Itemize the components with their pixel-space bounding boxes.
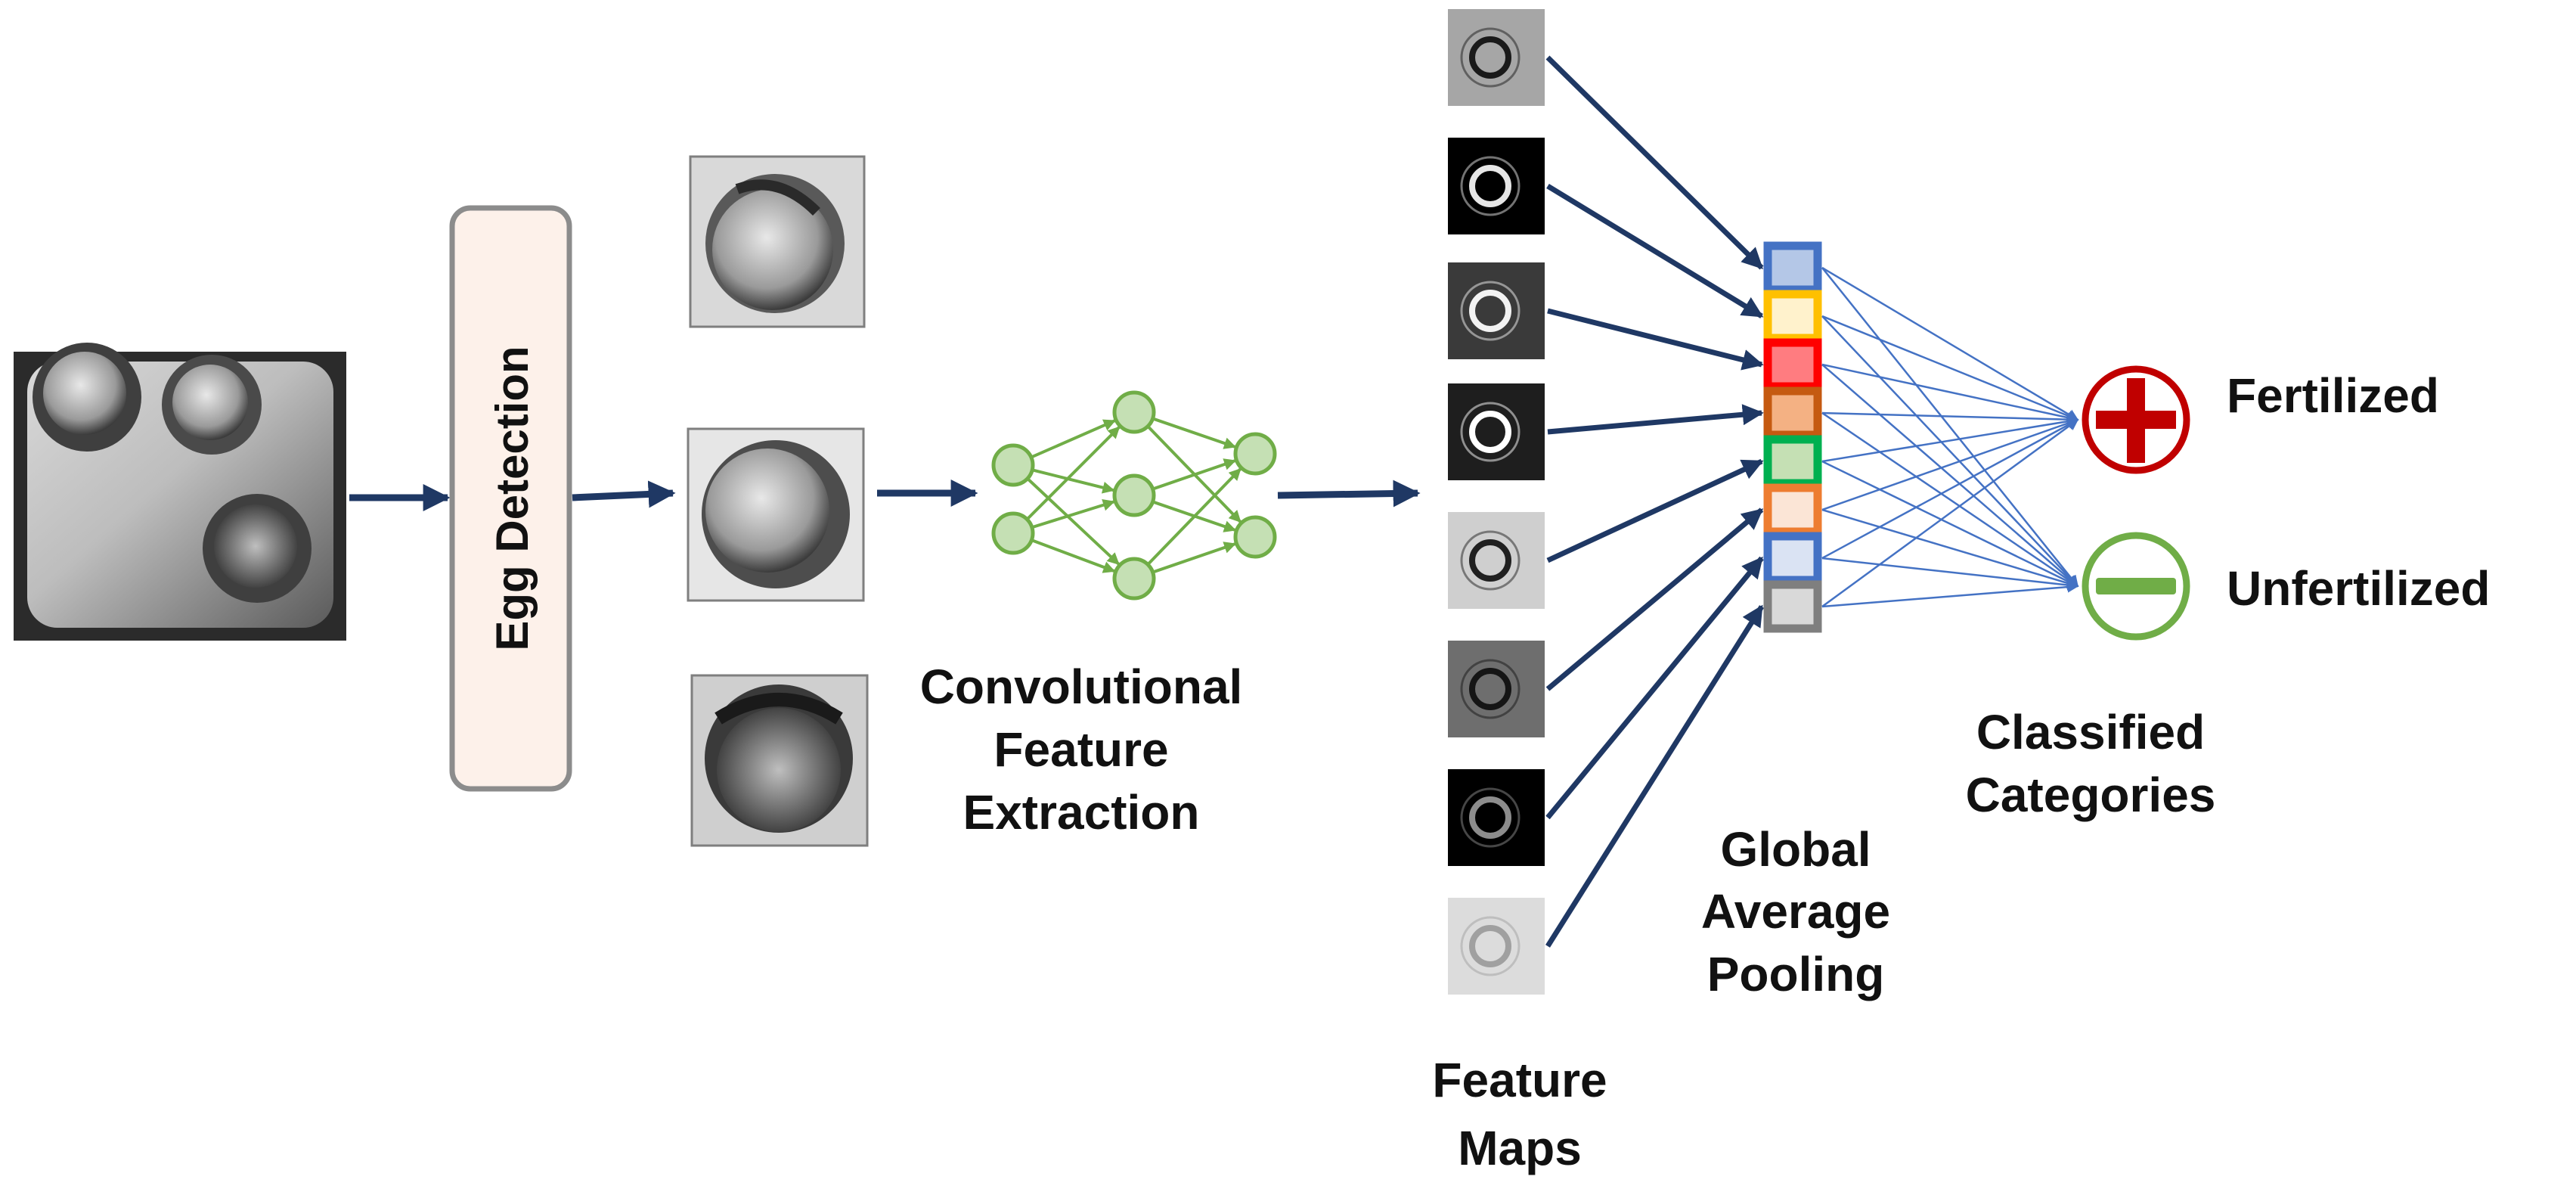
unfertilized-label: Unfertilized	[2227, 561, 2490, 616]
arrow-network-to-feature-maps	[1277, 480, 1421, 507]
pooling-cell	[1763, 241, 1822, 294]
feature-maps-label-line-2: Maps	[1458, 1121, 1582, 1175]
network-edge	[1031, 539, 1116, 573]
conv-network-icon	[991, 390, 1277, 601]
network-edge	[1031, 468, 1115, 494]
feature-map-arrow	[1545, 55, 1764, 270]
fc-connection	[1821, 508, 2079, 589]
network-node	[1233, 515, 1277, 559]
pooling-cell	[1763, 290, 1822, 343]
fc-connection	[1821, 315, 2079, 588]
egg-crop-2	[687, 427, 865, 602]
feature-map-thumbnail	[1448, 898, 1545, 995]
feature-maps-label-line-1: Feature	[1432, 1053, 1607, 1107]
plus-icon	[2082, 365, 2190, 474]
pooling-cell	[1763, 580, 1822, 633]
fc-connection	[1821, 364, 2079, 587]
network-node	[1233, 432, 1277, 476]
feature-map-arrow	[1545, 556, 1764, 820]
feature-map-thumbnail	[1448, 262, 1545, 359]
pooling-cell	[1763, 386, 1822, 439]
fc-connection	[1821, 557, 2079, 591]
fc-connection	[1821, 415, 2079, 463]
classified-label-line-1: Classified	[1976, 705, 2205, 759]
fc-connection	[1821, 411, 2079, 426]
fully-connected-lines	[1821, 266, 2079, 608]
conv-label-line-3: Extraction	[963, 785, 1200, 840]
egg-crop-1	[689, 155, 866, 328]
feature-map-thumbnail	[1448, 769, 1545, 866]
egg-crop-3	[690, 674, 869, 847]
network-edge	[1152, 458, 1237, 491]
fc-connection	[1821, 581, 2079, 608]
network-edge	[1152, 417, 1237, 449]
feature-map-arrow	[1546, 184, 1764, 318]
fc-connection	[1821, 417, 2079, 511]
conv-label-line-1: Convolutional	[920, 660, 1243, 714]
conv-label-line-2: Feature	[994, 722, 1168, 777]
feature-map-thumbnail	[1448, 512, 1545, 609]
egg-detection-label: Egg Detection	[487, 346, 538, 650]
feature-map-thumbnail	[1448, 383, 1545, 480]
feature-map-arrow	[1545, 507, 1764, 691]
pooling-cell	[1763, 483, 1822, 536]
fc-connection	[1821, 315, 2079, 421]
fc-connection	[1821, 418, 2079, 608]
network-node	[1112, 390, 1156, 434]
feature-map-thumbnail	[1448, 9, 1545, 106]
gap-label-line-1: Global	[1720, 822, 1871, 877]
network-node	[1112, 473, 1156, 517]
feature-map-arrow	[1547, 404, 1764, 435]
feature-map-arrow	[1547, 308, 1764, 371]
fc-connection	[1821, 411, 2079, 588]
pooling-vector	[1763, 241, 1822, 633]
fc-connection	[1821, 418, 2079, 560]
network-edge	[1025, 426, 1121, 521]
network-edge	[1026, 477, 1120, 566]
network-edge	[1152, 542, 1237, 574]
network-edge	[1146, 467, 1242, 566]
arrow-detection-to-eggs	[572, 480, 676, 508]
network-node	[991, 511, 1035, 555]
plate-image	[14, 343, 346, 641]
gap-label-line-3: Pooling	[1707, 947, 1885, 1001]
fc-connection	[1821, 267, 2078, 588]
network-edge	[1031, 499, 1115, 529]
network-node	[1112, 557, 1156, 601]
feature-map-arrows	[1545, 55, 1764, 948]
gap-label-line-2: Average	[1701, 884, 1890, 939]
fertilized-label: Fertilized	[2227, 368, 2439, 423]
pooling-cell	[1763, 532, 1822, 585]
pooling-cell	[1763, 435, 1822, 488]
fc-connection	[1821, 363, 2079, 424]
feature-map-thumbnail	[1448, 138, 1545, 234]
feature-map-arrow	[1545, 604, 1764, 948]
network-node	[991, 443, 1035, 487]
fc-connection	[1821, 266, 2079, 421]
feature-map-thumbnail	[1448, 641, 1545, 737]
feature-map-arrow	[1546, 458, 1764, 563]
fc-connection	[1821, 460, 2079, 588]
feature-maps	[1448, 9, 1545, 995]
minus-icon	[2082, 532, 2190, 641]
network-edge	[1031, 419, 1116, 459]
pooling-cell	[1763, 338, 1822, 391]
classified-label-line-2: Categories	[1966, 768, 2216, 822]
egg-detection-box: Egg Detection	[449, 205, 572, 792]
